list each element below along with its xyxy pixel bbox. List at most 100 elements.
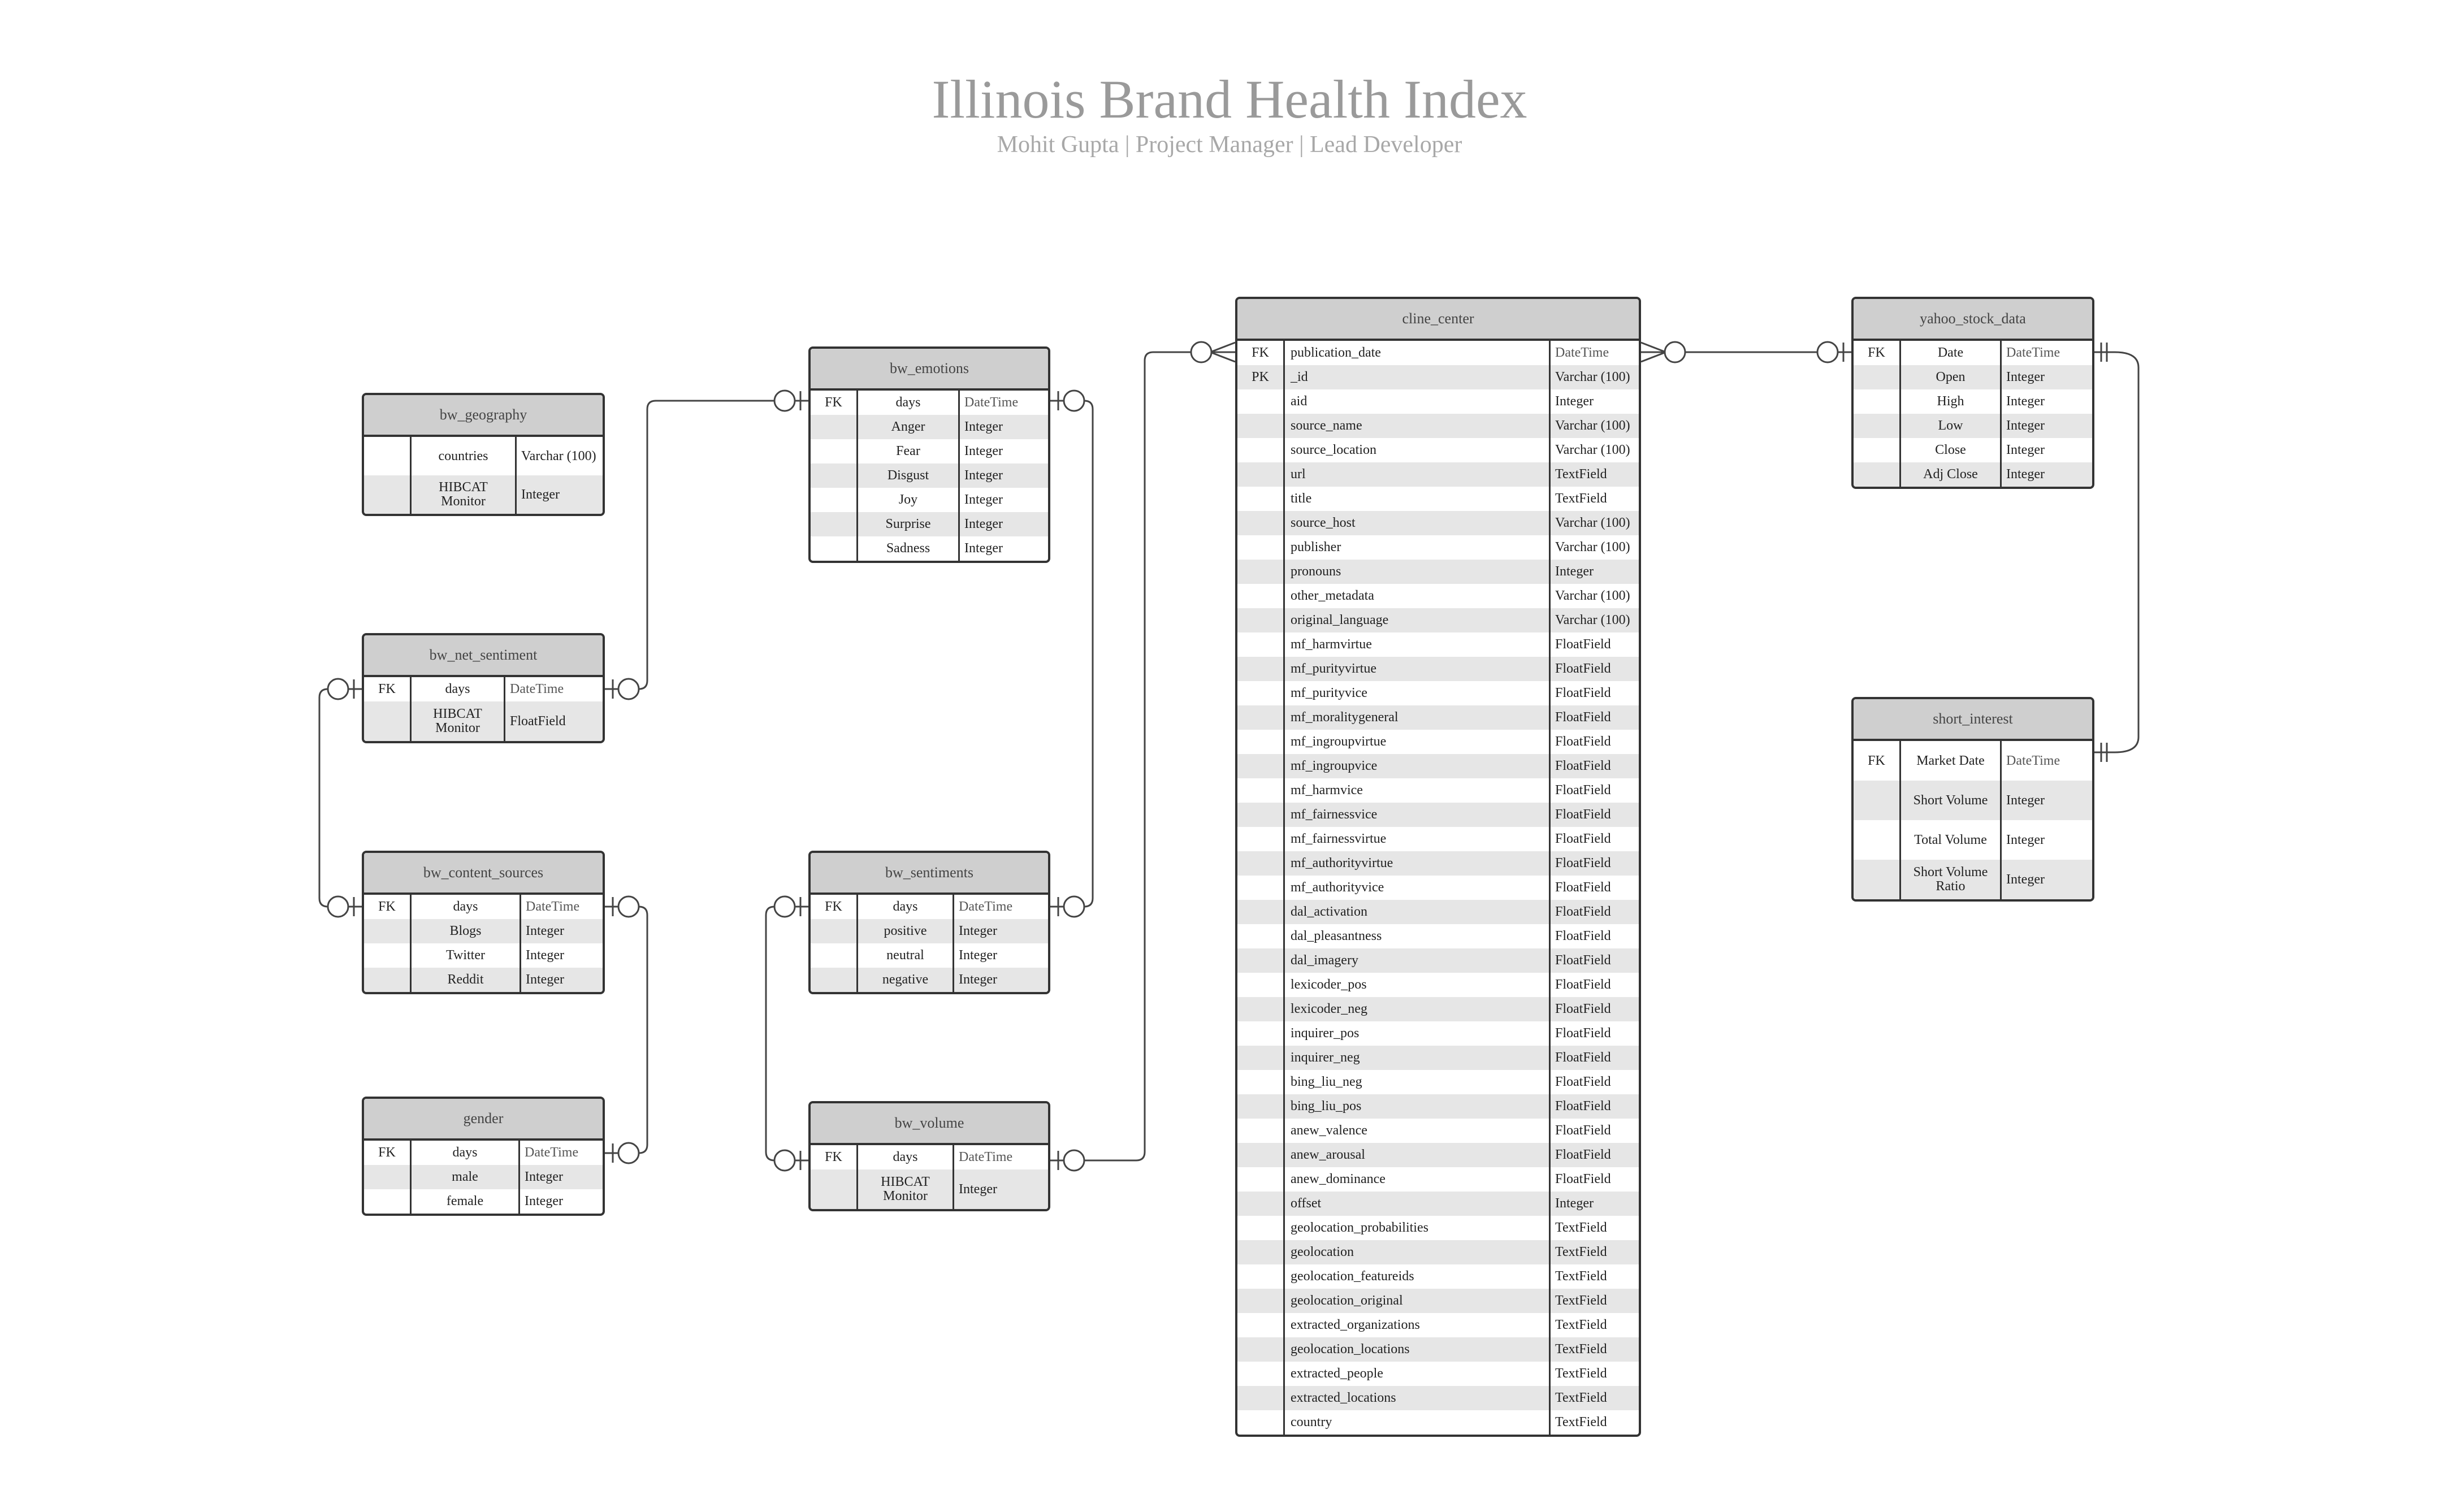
key-cell [1237, 803, 1285, 827]
key-cell [1237, 924, 1285, 948]
field-type: Integer [964, 541, 1003, 556]
field-name: Disgust [858, 463, 960, 488]
field-type: FloatField [1555, 929, 1611, 943]
cardinality-circle [773, 389, 796, 412]
cardinality-circle [617, 1142, 640, 1164]
field-type: Varchar (100) [1555, 370, 1630, 384]
key-cell [1237, 1289, 1285, 1313]
field-name: mf_authorityvirtue [1285, 851, 1551, 876]
key-cell [811, 415, 858, 439]
field-name: Anger [858, 415, 960, 439]
key-cell [1237, 1362, 1285, 1386]
field-type: TextField [1555, 1245, 1607, 1259]
key-cell [1237, 1021, 1285, 1046]
key-cell [811, 943, 858, 968]
key-cell [811, 968, 858, 992]
field-name: Surprise [858, 512, 960, 536]
field-name: extracted_people [1285, 1362, 1551, 1386]
field-type: TextField [1555, 1366, 1607, 1381]
field-name: url [1285, 462, 1551, 487]
field-type: DateTime [959, 899, 1013, 914]
field-name: dal_imagery [1285, 948, 1551, 973]
field-name: aid [1285, 389, 1551, 414]
field-name: female [412, 1189, 520, 1214]
field-type: Integer [2006, 443, 2045, 457]
field-type: FloatField [1555, 831, 1611, 846]
field-name: mf_fairnessvirtue [1285, 827, 1551, 851]
field-name: mf_harmvice [1285, 778, 1551, 803]
field-type: FloatField [1555, 953, 1611, 968]
key-cell [811, 1169, 858, 1209]
key-cell [1237, 705, 1285, 730]
crowfoot [1640, 341, 1669, 363]
field-name: source_host [1285, 511, 1551, 535]
field-name: mf_fairnessvice [1285, 803, 1551, 827]
field-type: Varchar (100) [1555, 540, 1630, 554]
field-type: FloatField [1555, 734, 1611, 749]
key-cell [1237, 1313, 1285, 1337]
table-row: Surprise Integer [811, 512, 1048, 536]
field-name: dal_pleasantness [1285, 924, 1551, 948]
field-type: TextField [1555, 1318, 1607, 1332]
field-type: Integer [526, 972, 564, 987]
key-cell [1237, 1264, 1285, 1289]
field-type: FloatField [1555, 759, 1611, 773]
key-cell [1237, 1119, 1285, 1143]
field-name: Close [1901, 438, 2002, 462]
field-type: Integer [959, 924, 997, 938]
field-name: Reddit [412, 968, 521, 992]
field-type: Integer [2006, 832, 2045, 847]
field-type: Varchar (100) [1555, 613, 1630, 627]
cardinality-circle [617, 895, 640, 918]
key-cell [1237, 778, 1285, 803]
field-type: FloatField [1555, 661, 1611, 676]
key-cell: FK [364, 1141, 412, 1165]
relationship-line [2114, 351, 2140, 753]
field-type: FloatField [1555, 1002, 1611, 1016]
field-type: TextField [1555, 1220, 1607, 1235]
field-type: Integer [964, 517, 1003, 531]
entity-title: bw_emotions [811, 349, 1048, 391]
key-cell [811, 919, 858, 943]
key-cell [1237, 681, 1285, 705]
field-type: Varchar (100) [1555, 588, 1630, 603]
key-cell [1237, 584, 1285, 608]
key-cell [811, 439, 858, 463]
field-name: source_name [1285, 414, 1551, 438]
key-cell [811, 536, 858, 561]
field-name: geolocation_original [1285, 1289, 1551, 1313]
field-type: FloatField [1555, 1099, 1611, 1114]
field-type: FloatField [1555, 710, 1611, 725]
field-type: Integer [959, 972, 997, 987]
field-type: Integer [526, 924, 564, 938]
entity-title: yahoo_stock_data [1854, 299, 2092, 341]
field-name: mf_harmvirtue [1285, 632, 1551, 657]
key-cell [1237, 730, 1285, 754]
field-type: Integer [521, 487, 560, 502]
